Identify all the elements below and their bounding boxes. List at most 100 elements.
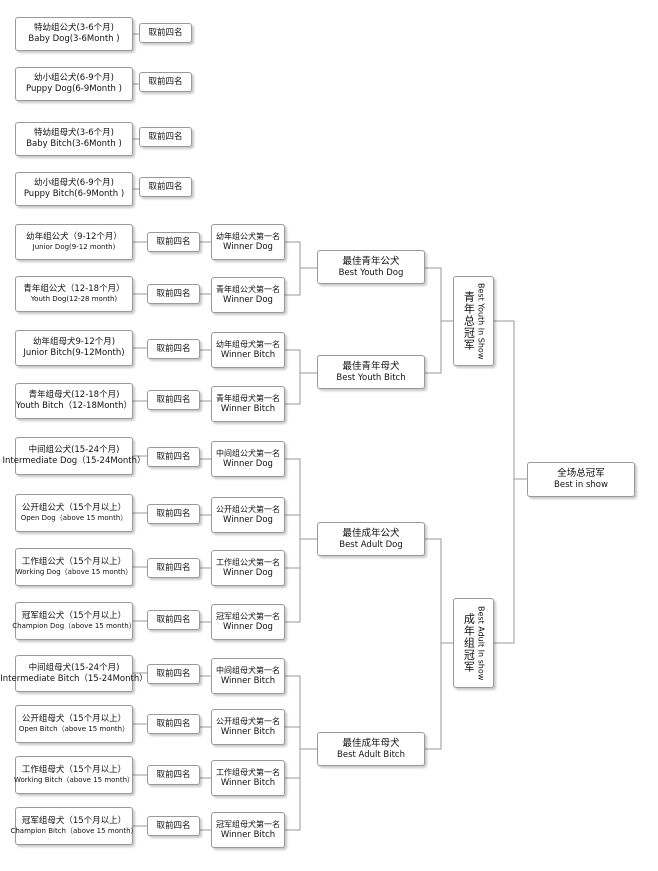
select-top4-box: 取前四名: [147, 232, 200, 252]
group-cn: 成年组冠军: [462, 613, 476, 673]
winner-cn: 中间组公犬第一名: [216, 448, 280, 458]
category-en: Working Dog（above 15 month）: [15, 567, 133, 576]
category-box: 特幼组母犬(3-6个月) Baby Bitch(3-6Month ): [15, 122, 133, 156]
best-youth-bitch-box: 最佳青年母犬 Best Youth Bitch: [317, 355, 425, 389]
connector-line: [285, 241, 301, 296]
category-box: 幼小组公犬(6-9个月) Puppy Dog(6-9Month ): [15, 67, 133, 101]
select-label: 取前四名: [156, 769, 191, 780]
winner-box: 工作组母犬第一名 Winner Bitch: [211, 760, 285, 796]
category-cn: 工作组公犬（15个月以上）: [21, 557, 127, 568]
category-cn: 幼年组母犬9-12个月): [32, 337, 116, 348]
category-cn: 冠军组母犬（15个月以上）: [21, 816, 127, 827]
select-label: 取前四名: [148, 76, 183, 87]
select-label: 取前四名: [156, 236, 191, 247]
select-label: 取前四名: [156, 394, 191, 405]
winner-box: 公开组母犬第一名 Winner Bitch: [211, 709, 285, 745]
category-box: 幼年组母犬9-12个月) Junior Bitch(9-12Month): [15, 330, 133, 366]
category-cn: 公开组公犬（15个月以上）: [21, 503, 127, 514]
category-cn: 幼年组公犬（9-12个月）: [26, 232, 122, 243]
winner-box: 幼年组公犬第一名 Winner Dog: [211, 224, 285, 260]
winner-box: 冠军组公犬第一名 Winner Dog: [211, 604, 285, 640]
winner-en: Winner Dog: [223, 241, 273, 252]
category-box: 特幼组公犬(3-6个月) Baby Dog(3-6Month ): [15, 17, 133, 51]
category-cn: 工作组母犬（15个月以上）: [21, 765, 127, 776]
youth-champion-box: 青年总冠军 Best Youth In Show: [453, 276, 494, 366]
select-top4-box: 取前四名: [139, 72, 192, 92]
select-label: 取前四名: [156, 668, 191, 679]
winner-box: 中间组母犬第一名 Winner Bitch: [211, 658, 285, 694]
category-box: 幼年组公犬（9-12个月） Junior Dog(9-12 month): [15, 224, 133, 260]
winner-cn: 青年组母犬第一名: [216, 393, 280, 403]
category-cn: 中间组母犬(15-24个月): [28, 662, 120, 673]
connector-line: [285, 458, 301, 623]
select-top4-box: 取前四名: [147, 816, 200, 836]
select-label: 取前四名: [156, 562, 191, 573]
category-en: Open Bitch（above 15 month）: [18, 724, 130, 733]
category-box: 工作组母犬（15个月以上） Working Bitch（above 15 mon…: [13, 756, 135, 794]
connector-line: [494, 320, 515, 644]
select-label: 取前四名: [148, 131, 183, 142]
category-box: 青年组母犬(12-18个月) Youth Bitch（12-18Month）: [15, 383, 133, 419]
best-en: Best Youth Dog: [338, 267, 404, 278]
winner-en: Winner Bitch: [220, 829, 276, 840]
best-cn: 最佳成年公犬: [342, 527, 400, 539]
select-top4-box: 取前四名: [139, 177, 192, 197]
select-top4-box: 取前四名: [147, 610, 200, 630]
best-cn: 最佳青年母犬: [342, 360, 400, 372]
category-en: Intermediate Bitch（15-24Month）: [0, 673, 148, 684]
select-label: 取前四名: [156, 288, 191, 299]
winner-en: Winner Dog: [223, 458, 273, 469]
winner-box: 青年组母犬第一名 Winner Bitch: [211, 386, 285, 422]
select-top4-box: 取前四名: [147, 390, 200, 410]
select-label: 取前四名: [156, 820, 191, 831]
connector-line: [425, 538, 442, 750]
winner-cn: 中间组母犬第一名: [216, 665, 280, 675]
group-en: Best Youth In Show: [476, 282, 486, 360]
winner-cn: 公开组母犬第一名: [216, 716, 280, 726]
category-en: Open Dog（above 15 month）: [20, 513, 128, 522]
best-in-show-box: 全场总冠军 Best in show: [527, 462, 635, 497]
winner-cn: 幼年组公犬第一名: [216, 231, 280, 241]
category-cn: 特幼组母犬(3-6个月): [33, 128, 115, 139]
category-en: Champion Bitch（above 15 month）: [10, 826, 138, 835]
category-box: 工作组公犬（15个月以上） Working Dog（above 15 month…: [15, 548, 133, 586]
select-label: 取前四名: [156, 508, 191, 519]
winner-en: Winner Dog: [223, 294, 273, 305]
category-cn: 幼小组母犬(6-9个月): [33, 178, 115, 189]
best-adult-dog-box: 最佳成年公犬 Best Adult Dog: [317, 522, 425, 556]
winner-en: Winner Bitch: [220, 349, 276, 360]
category-box: 冠军组公犬（15个月以上） Champion Dog（above 15 mont…: [12, 602, 136, 640]
category-en: Junior Dog(9-12 month): [32, 242, 116, 251]
category-cn: 青年组公犬（12-18个月）: [23, 284, 125, 295]
category-en: Baby Bitch(3-6Month ): [26, 139, 122, 149]
select-top4-box: 取前四名: [139, 127, 192, 147]
select-label: 取前四名: [156, 451, 191, 462]
best-en: Best Youth Bitch: [336, 372, 406, 383]
winner-box: 工作组公犬第一名 Winner Dog: [211, 550, 285, 586]
select-label: 取前四名: [148, 27, 183, 38]
winner-en: Winner Bitch: [220, 675, 276, 686]
select-top4-box: 取前四名: [147, 339, 200, 359]
select-label: 取前四名: [148, 181, 183, 192]
connector-line: [285, 675, 301, 831]
winner-cn: 公开组公犬第一名: [216, 504, 280, 514]
select-top4-box: 取前四名: [147, 765, 200, 785]
winner-box: 青年组公犬第一名 Winner Dog: [211, 277, 285, 313]
winner-en: Winner Dog: [223, 621, 273, 632]
select-top4-box: 取前四名: [147, 504, 200, 524]
category-en: Working Bitch（above 15 month）: [13, 775, 135, 784]
category-en: Junior Bitch(9-12Month): [23, 348, 125, 358]
winner-en: Winner Dog: [223, 514, 273, 525]
winner-cn: 冠军组公犬第一名: [216, 611, 280, 621]
winner-cn: 工作组母犬第一名: [216, 767, 280, 777]
winner-cn: 幼年组母犬第一名: [216, 339, 280, 349]
category-cn: 幼小组公犬(6-9个月): [33, 73, 115, 84]
bis-en: Best in show: [554, 480, 608, 491]
category-box: 中间组母犬(15-24个月) Intermediate Bitch（15-24M…: [0, 655, 148, 692]
connector-line: [285, 349, 301, 405]
winner-box: 冠军组母犬第一名 Winner Bitch: [211, 812, 285, 848]
bis-cn: 全场总冠军: [557, 468, 605, 480]
select-label: 取前四名: [156, 614, 191, 625]
category-cn: 冠军组公犬（15个月以上）: [21, 611, 127, 622]
